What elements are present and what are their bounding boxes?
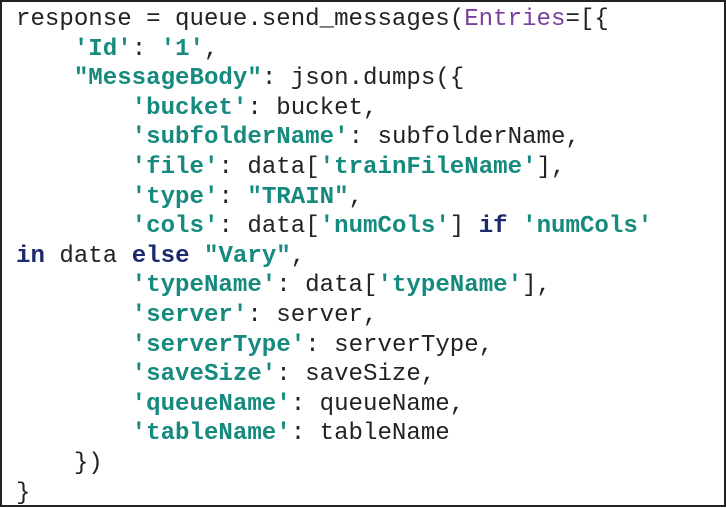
code-line: 'subfolderName': subfolderName, (16, 123, 652, 153)
code-line: 'bucket': bucket, (16, 94, 652, 124)
code-text: : bucket, (247, 95, 377, 122)
keyword: if (479, 213, 508, 240)
code-line: 'server': server, (16, 301, 652, 331)
code-text: response = queue.send_messages( (16, 6, 464, 33)
code-text (16, 213, 132, 240)
code-text: : queueName, (291, 391, 465, 418)
code-line: in data else "Vary", (16, 242, 652, 272)
code-text: : json.dumps({ (262, 65, 464, 92)
code-text: =[{ (565, 6, 608, 33)
code-text: }) (16, 450, 103, 477)
code-text: ], (522, 272, 551, 299)
string-literal: 'server' (132, 302, 248, 329)
string-literal: 'typeName' (132, 272, 277, 299)
code-text: , (291, 243, 305, 270)
code-line: 'type': "TRAIN", (16, 183, 652, 213)
code-text: : tableName (291, 420, 450, 447)
code-text: : data[ (276, 272, 377, 299)
parameter-name: Entries (464, 6, 565, 33)
string-literal: 'numCols' (320, 213, 450, 240)
code-line: }) (16, 449, 652, 479)
string-literal: "MessageBody" (74, 65, 262, 92)
code-text (16, 361, 132, 388)
keyword: else (132, 243, 190, 270)
code-line: 'queueName': queueName, (16, 390, 652, 420)
code-text (16, 154, 132, 181)
code-text: : serverType, (305, 332, 493, 359)
code-line: 'saveSize': saveSize, (16, 360, 652, 390)
code-text: data (45, 243, 132, 270)
code-text: : data[ (218, 213, 319, 240)
code-text: } (16, 480, 30, 507)
code-text (16, 65, 74, 92)
string-literal: 'tableName' (132, 420, 291, 447)
string-literal: 'cols' (132, 213, 219, 240)
code-text (16, 302, 132, 329)
string-literal: "TRAIN" (247, 184, 348, 211)
string-literal: 'numCols' (522, 213, 652, 240)
code-text: : saveSize, (276, 361, 435, 388)
code-line: "MessageBody": json.dumps({ (16, 64, 652, 94)
string-literal: '1' (161, 36, 204, 63)
code-block: response = queue.send_messages(Entries=[… (16, 5, 652, 508)
code-line: 'typeName': data['typeName'], (16, 271, 652, 301)
code-text: : data[ (218, 154, 319, 181)
string-literal: 'bucket' (132, 95, 248, 122)
string-literal: 'file' (132, 154, 219, 181)
code-text: , (204, 36, 218, 63)
code-line: 'tableName': tableName (16, 419, 652, 449)
string-literal: "Vary" (204, 243, 291, 270)
string-literal: 'type' (132, 184, 219, 211)
code-text (190, 243, 204, 270)
code-line: response = queue.send_messages(Entries=[… (16, 5, 652, 35)
code-text (16, 36, 74, 63)
code-text (16, 95, 132, 122)
code-text: : server, (247, 302, 377, 329)
string-literal: 'typeName' (377, 272, 522, 299)
string-literal: 'Id' (74, 36, 132, 63)
string-literal: 'subfolderName' (132, 124, 349, 151)
code-line: 'cols': data['numCols'] if 'numCols' (16, 212, 652, 242)
code-line: 'serverType': serverType, (16, 331, 652, 361)
string-literal: 'serverType' (132, 332, 306, 359)
code-text (508, 213, 522, 240)
code-text (16, 420, 132, 447)
code-text: : subfolderName, (349, 124, 580, 151)
code-text (16, 391, 132, 418)
code-line: 'Id': '1', (16, 35, 652, 65)
code-line: } (16, 479, 652, 508)
string-literal: 'trainFileName' (320, 154, 537, 181)
code-text: ] (450, 213, 479, 240)
code-text: ], (537, 154, 566, 181)
code-text: : (218, 184, 247, 211)
keyword: in (16, 243, 45, 270)
string-literal: 'saveSize' (132, 361, 277, 388)
code-line: 'file': data['trainFileName'], (16, 153, 652, 183)
code-text (16, 124, 132, 151)
string-literal: 'queueName' (132, 391, 291, 418)
code-text (16, 272, 132, 299)
code-text: : (132, 36, 161, 63)
code-text (16, 332, 132, 359)
code-text (16, 184, 132, 211)
code-text: , (349, 184, 363, 211)
